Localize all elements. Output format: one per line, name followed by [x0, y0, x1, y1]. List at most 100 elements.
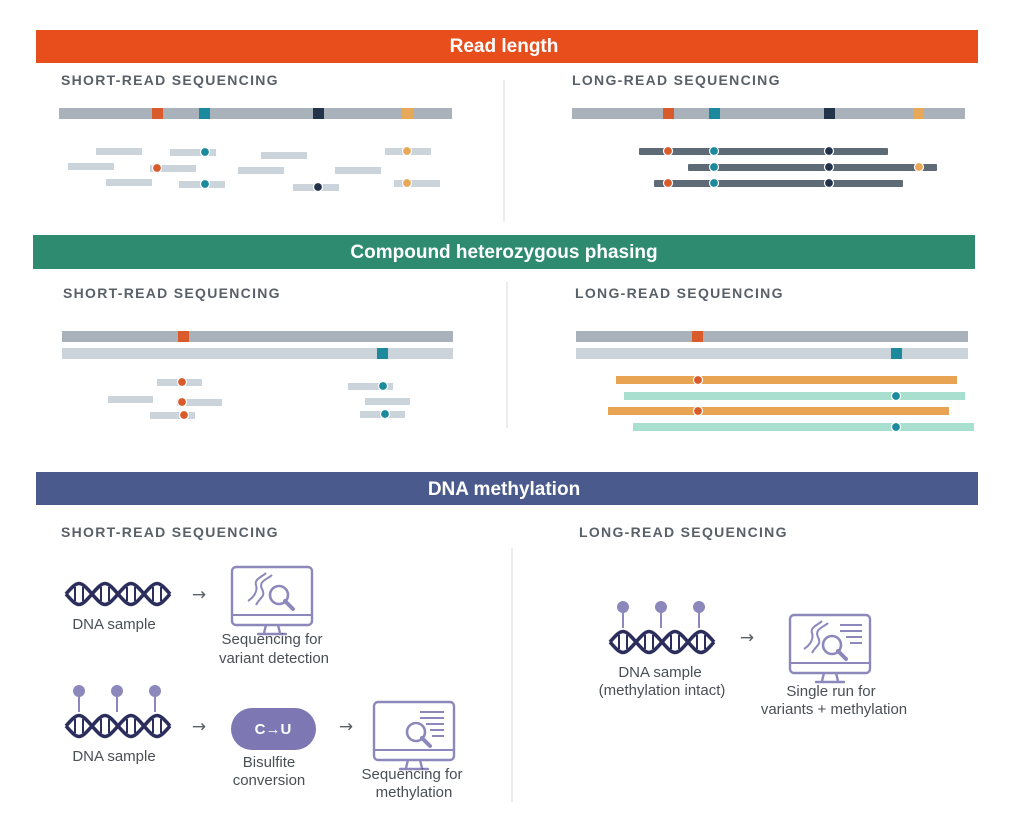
- dna-sample-caption-line2: (methylation intact): [599, 682, 726, 699]
- dna-sample-caption: DNA sample: [72, 748, 155, 765]
- short-row1: DNA sample → Sequencing for variant dete…: [64, 565, 329, 667]
- variant-marker-teal: [891, 348, 902, 359]
- methylation-short-label: SHORT-READ SEQUENCING: [61, 524, 279, 540]
- variant-dot: [312, 181, 324, 193]
- variant-dot: [692, 405, 704, 417]
- section-read-length: Read length SHORT-READ SEQUENCING LONG-R…: [36, 30, 978, 222]
- variant-dot: [379, 408, 391, 420]
- variant-marker-orange: [152, 108, 163, 119]
- variant-dot: [662, 145, 674, 157]
- read: [335, 167, 381, 174]
- variant-dot: [151, 162, 163, 174]
- result-caption-line2: variant detection: [219, 650, 329, 667]
- variant-dot: [178, 409, 190, 421]
- short-read-haplotypes: [62, 331, 453, 359]
- monitor-dna-search-icon: [230, 565, 314, 636]
- section-phasing: Compound heterozygous phasing SHORT-READ…: [33, 235, 975, 433]
- read-length-long-label: LONG-READ SEQUENCING: [572, 72, 781, 88]
- long-read-hap2: [633, 423, 974, 431]
- variant-marker-gold: [913, 108, 924, 119]
- monitor-lines-search-icon: [372, 700, 456, 771]
- variant-dot: [913, 161, 925, 173]
- read: [177, 399, 222, 406]
- dna-helix-icon: [64, 713, 172, 739]
- variant-dot: [377, 380, 389, 392]
- short-reads: [68, 148, 440, 191]
- variant-dot: [199, 146, 211, 158]
- read: [106, 179, 152, 186]
- long-read-haplotypes: [576, 331, 968, 359]
- read: [150, 165, 196, 172]
- read: [96, 148, 142, 155]
- bisulfite-pill: [231, 708, 316, 750]
- short-reads-phasing: [108, 379, 410, 419]
- short-row2: DNA sample → C→U Bisulfite conversion → …: [64, 685, 463, 801]
- variant-marker-teal: [377, 348, 388, 359]
- long-read: [688, 164, 937, 171]
- variant-dot: [176, 396, 188, 408]
- long-read-hap1: [608, 407, 949, 415]
- arrow-icon: →: [339, 717, 353, 737]
- variant-marker-navy: [313, 108, 324, 119]
- read: [394, 180, 440, 187]
- variant-dot: [823, 161, 835, 173]
- result-caption-line1: Sequencing for: [222, 631, 323, 648]
- arrow-icon: →: [192, 585, 206, 605]
- variant-dot: [401, 145, 413, 157]
- variant-marker-orange: [692, 331, 703, 342]
- variant-dot: [823, 145, 835, 157]
- variant-dot: [823, 177, 835, 189]
- long-read-phasing-dots: [692, 374, 902, 433]
- read-length-short-label: SHORT-READ SEQUENCING: [61, 72, 279, 88]
- variant-dot: [708, 145, 720, 157]
- read: [238, 167, 284, 174]
- methylation-long-label: LONG-READ SEQUENCING: [579, 524, 788, 540]
- variant-dot: [199, 178, 211, 190]
- long-read: [639, 148, 888, 155]
- read: [108, 396, 153, 403]
- variant-dot: [890, 390, 902, 402]
- pill-caption-line1: Bisulfite: [243, 754, 296, 771]
- variant-marker-orange: [663, 108, 674, 119]
- read: [261, 152, 307, 159]
- methylation-pins-icon: [617, 601, 705, 629]
- read: [348, 383, 393, 390]
- short-read-reference: [59, 108, 452, 119]
- arrow-icon: →: [740, 628, 754, 648]
- read: [170, 149, 216, 156]
- variant-dot: [692, 374, 704, 386]
- variant-marker-teal: [709, 108, 720, 119]
- read-length-banner: [36, 30, 978, 63]
- read: [68, 163, 114, 170]
- arrow-icon: →: [192, 717, 206, 737]
- long-read-reference: [572, 108, 965, 119]
- dna-sample-caption-line1: DNA sample: [618, 664, 701, 681]
- long-read-hap1: [616, 376, 957, 384]
- dna-helix-icon: [608, 629, 716, 655]
- long-reads-phasing: [608, 376, 974, 431]
- methylation-pins-icon: [73, 685, 161, 713]
- long-read: [654, 180, 903, 187]
- result-caption-line2: variants + methylation: [761, 701, 907, 718]
- variant-marker-navy: [824, 108, 835, 119]
- variant-marker-orange: [178, 331, 189, 342]
- result-caption-line1: Sequencing for: [362, 766, 463, 783]
- pill-caption-line2: conversion: [233, 772, 306, 789]
- variant-dot: [662, 177, 674, 189]
- variant-dot: [890, 421, 902, 433]
- read: [150, 412, 195, 419]
- long-reads: [639, 148, 937, 187]
- read-length-title: Read length: [450, 36, 559, 57]
- dna-helix-icon: [64, 581, 172, 607]
- result-caption-line2: methylation: [376, 784, 453, 801]
- phasing-title: Compound heterozygous phasing: [350, 242, 657, 263]
- methylation-title: DNA methylation: [428, 479, 580, 500]
- bisulfite-pill-label: C→U: [255, 721, 292, 738]
- short-read-phasing-dots: [176, 376, 391, 421]
- section-methylation: DNA methylation SHORT-READ SEQUENCING LO…: [36, 472, 978, 802]
- monitor-dna-lines-search-icon: [788, 613, 872, 684]
- variant-marker-gold: [402, 108, 413, 119]
- variant-dot: [708, 161, 720, 173]
- short-read-variant-dots: [151, 145, 413, 193]
